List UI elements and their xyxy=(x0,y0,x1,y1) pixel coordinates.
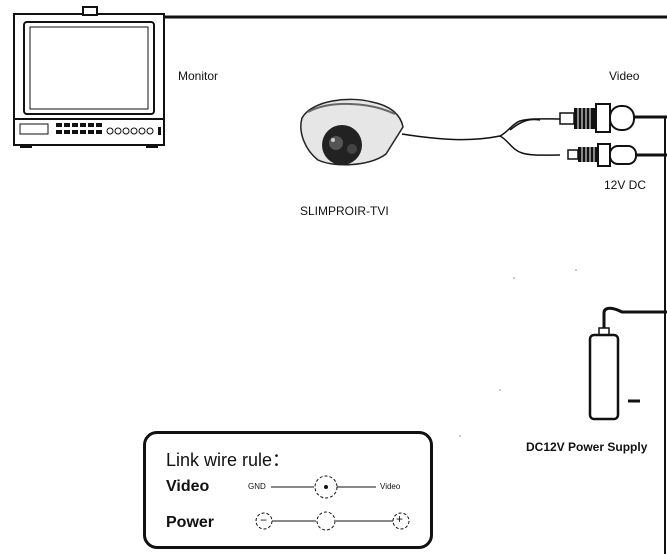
gnd-label: GND xyxy=(248,482,266,491)
video-connector-icon xyxy=(559,103,667,133)
dc-connector-icon xyxy=(567,143,667,167)
video-wire-diagram xyxy=(271,475,376,499)
link-wire-rule-panel: Link wire rule： Video Power GND Video − … xyxy=(143,431,433,549)
power-rule-label: Power xyxy=(166,514,215,531)
dome-camera-icon xyxy=(300,98,404,166)
link-wire-rule-title: Link wire rule： xyxy=(166,450,291,470)
camera-cable xyxy=(401,118,561,156)
plus-symbol: + xyxy=(396,512,404,526)
video-label: Video xyxy=(609,69,640,83)
monitor-icon xyxy=(13,6,165,148)
video-small-label: Video xyxy=(380,482,401,491)
minus-symbol: − xyxy=(260,513,268,527)
speckles xyxy=(459,269,577,437)
camera-model-label: SLIMPROIR-TVI xyxy=(300,204,389,218)
dc-12v-label: 12V DC xyxy=(604,178,647,192)
monitor-label: Monitor xyxy=(178,69,219,83)
power-wire-diagram xyxy=(255,511,410,531)
power-supply-label: DC12V Power Supply xyxy=(526,440,648,454)
power-supply-icon xyxy=(588,306,667,421)
video-rule-label: Video xyxy=(166,478,210,495)
